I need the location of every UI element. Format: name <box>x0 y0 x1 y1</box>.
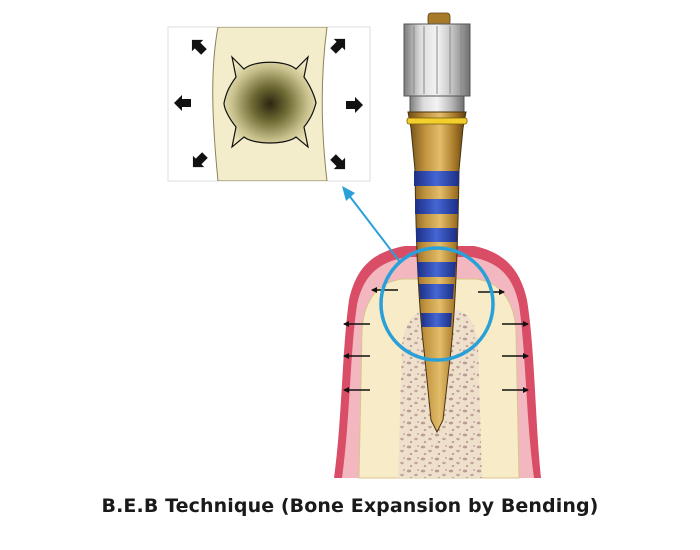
depth-band <box>421 313 452 327</box>
depth-band <box>419 284 454 299</box>
arrow-right-icon <box>346 97 363 113</box>
arrow-up-left-icon <box>191 39 207 55</box>
depth-band <box>415 199 458 214</box>
bone-expander <box>403 12 471 434</box>
depth-band <box>416 228 457 242</box>
magnifier-arrowhead-icon <box>342 186 355 201</box>
depth-band <box>414 171 459 186</box>
yellow-ring <box>406 117 468 125</box>
arrow-down-right-icon <box>330 154 346 170</box>
diagram-caption: B.E.B Technique (Bone Expansion by Bendi… <box>101 495 599 517</box>
arrow-down-left-icon <box>192 152 208 168</box>
expanded-cavity <box>223 55 317 149</box>
mount-collar <box>409 95 465 113</box>
magnifier-pointer <box>347 193 401 263</box>
arrow-left-icon <box>174 95 191 111</box>
mount-tip <box>427 12 451 26</box>
depth-band <box>417 262 456 277</box>
detail-inset <box>167 26 371 182</box>
magnifier-circle <box>379 246 495 362</box>
magnifier <box>342 186 495 362</box>
arrow-up-right-icon <box>330 38 346 54</box>
